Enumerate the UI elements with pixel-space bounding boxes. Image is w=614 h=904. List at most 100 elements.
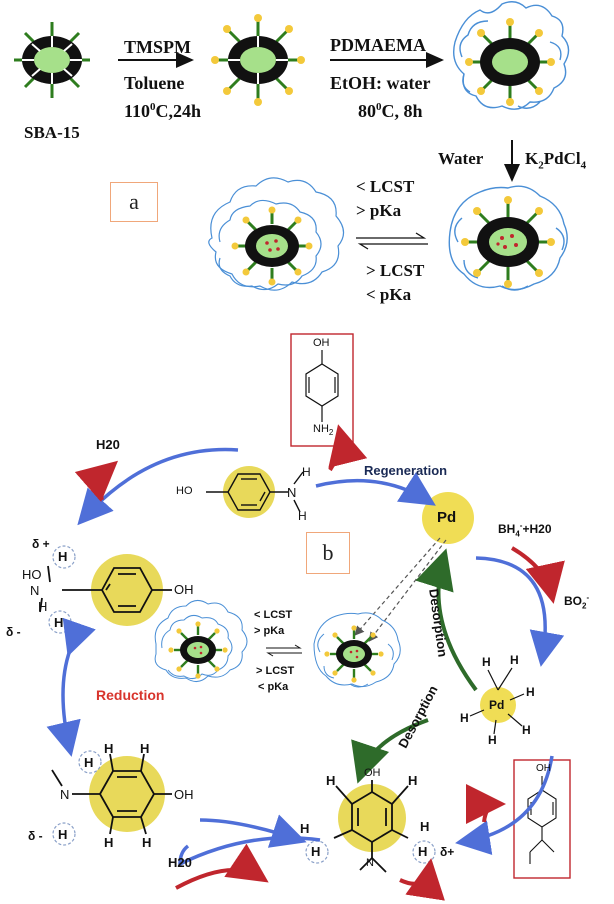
pd-loaded-particle: [448, 185, 568, 291]
h2o-bottom: H20: [168, 856, 192, 869]
small-particle-left: [154, 600, 248, 682]
aminophenol-box: [290, 333, 354, 447]
top-aminophenol: [206, 466, 304, 518]
h2o-bottom-h: H: [168, 855, 178, 870]
nitro-center-h5: H: [311, 844, 321, 859]
h2o-bottom-rest: 20: [177, 855, 192, 870]
bo-main: BO: [564, 594, 582, 608]
step2-conditions-rest: C, 8h: [381, 101, 423, 121]
small-particle-right: [313, 612, 401, 688]
eq-a-top1: < LCST: [356, 177, 415, 196]
step1-reagent: TMSPM: [124, 37, 191, 57]
collapsed-particle: [208, 177, 345, 291]
nitrophenol-adsorbed-left: [51, 750, 172, 846]
borate-label: BO2-: [564, 594, 589, 610]
nitrophenol-oh: OH: [536, 763, 551, 774]
step1-solvent: Toluene: [124, 73, 185, 93]
pd-top-label: Pd: [437, 509, 457, 526]
nitro-center-h2: H: [408, 773, 418, 788]
bo-sub: 2: [582, 601, 587, 611]
delta-plus-top: δ +: [32, 537, 50, 551]
aminophenol-structure: [305, 350, 339, 422]
cl-sub: 4: [580, 159, 587, 172]
regeneration-label: Regeneration: [364, 463, 448, 478]
nitro-center-h6: H: [418, 844, 428, 859]
bo-sup: -: [586, 593, 590, 602]
sba15-label: SBA-15: [24, 123, 80, 142]
step1-conditions-rest: C,24h: [155, 101, 202, 121]
small-eq-top2: > pKa: [254, 625, 285, 637]
nitro-left-h6: H: [58, 827, 68, 842]
nitro-center-oh: OH: [364, 767, 381, 779]
nitro-center-h4: H: [420, 819, 430, 834]
nitro-center-n: N: [366, 857, 374, 869]
nh2-sub: 2: [328, 428, 334, 438]
eq-a-bottom2: < pKa: [366, 285, 412, 304]
hydroxyl-oh: OH: [174, 582, 194, 597]
nitro-left-h5: H: [142, 835, 152, 850]
equilibrium-arrows-a: [356, 232, 428, 250]
bh-rest: +H20: [522, 522, 552, 536]
cycle-arrows: [46, 447, 565, 867]
h2o-top-rest: 20: [105, 437, 120, 452]
pd-hydride-bonds: [469, 667, 525, 735]
pd-right-label: Pd: [489, 698, 505, 712]
hydroxyl-h-bottom: H: [54, 615, 64, 630]
nitro-center-h3: H: [300, 821, 310, 836]
bh-sub: 4: [515, 529, 520, 539]
bh-sup: -: [519, 521, 523, 530]
pd-h2: H: [510, 653, 519, 667]
small-eq-bottom1: > LCST: [256, 665, 295, 677]
nitro-left-h2: H: [104, 741, 114, 756]
step2-reagent: PDMAEMA: [330, 35, 426, 55]
aminophenol-oh: OH: [313, 337, 330, 349]
small-eq-bottom2: < pKa: [258, 681, 289, 693]
eq-a-top2: > pKa: [356, 201, 402, 220]
borohydride-label: BH4-+H20: [498, 522, 552, 538]
hydroxyl-h-top: H: [58, 549, 68, 564]
nitro-left-oh: OH: [174, 787, 194, 802]
step3-right: K2PdCl4: [525, 150, 586, 171]
step1-temp-sup: 0: [150, 101, 156, 113]
pd-h5: H: [488, 733, 497, 747]
sba15-particle: [14, 22, 90, 98]
nh2-main: NH: [313, 423, 329, 435]
red-arrows: [74, 424, 565, 901]
nitro-left-h1: H: [84, 755, 94, 770]
step2-solvent: EtOH: water: [330, 73, 431, 93]
top-h1: H: [302, 465, 311, 479]
step2-temp: 80: [358, 101, 376, 121]
hydroxyl-h-left: H: [38, 599, 48, 614]
bh-main: BH: [498, 522, 516, 536]
delta-minus-left: δ -: [6, 625, 21, 639]
pdcl-label: PdCl: [543, 149, 581, 168]
top-n: N: [287, 485, 297, 500]
pd-h6: H: [460, 711, 469, 725]
step3-left: Water: [438, 149, 484, 168]
equilibrium-arrows-b: [266, 644, 302, 657]
desorption-arrows: [351, 548, 478, 784]
step1-conditions: 1100C,24h: [124, 101, 202, 121]
aminophenol-nh2: NH2: [313, 424, 333, 437]
small-eq-top1: < LCST: [254, 609, 293, 621]
pd-h4: H: [522, 723, 531, 737]
pd-right-sphere: [480, 687, 516, 723]
top-ho: HO: [176, 485, 193, 497]
k-sub: 2: [538, 159, 544, 172]
delta-minus-bottom: δ -: [28, 829, 43, 843]
panel-b-tag: b: [306, 532, 350, 574]
nitro-center-h1: H: [326, 773, 336, 788]
hydroxylamine-intermediate: [39, 545, 172, 634]
nitro-left-h4: H: [104, 835, 114, 850]
k-label: K: [525, 149, 539, 168]
hydroxyl-ho: HO: [22, 567, 42, 582]
step2-conditions: 800C, 8h: [358, 101, 423, 121]
pd-h3: H: [526, 685, 535, 699]
eq-a-bottom1: > LCST: [366, 261, 425, 280]
panel-a-tag: a: [110, 182, 158, 222]
step2-temp-sup: 0: [376, 101, 382, 113]
pdmaema-particle: [452, 1, 570, 110]
pd-h1: H: [482, 655, 491, 669]
